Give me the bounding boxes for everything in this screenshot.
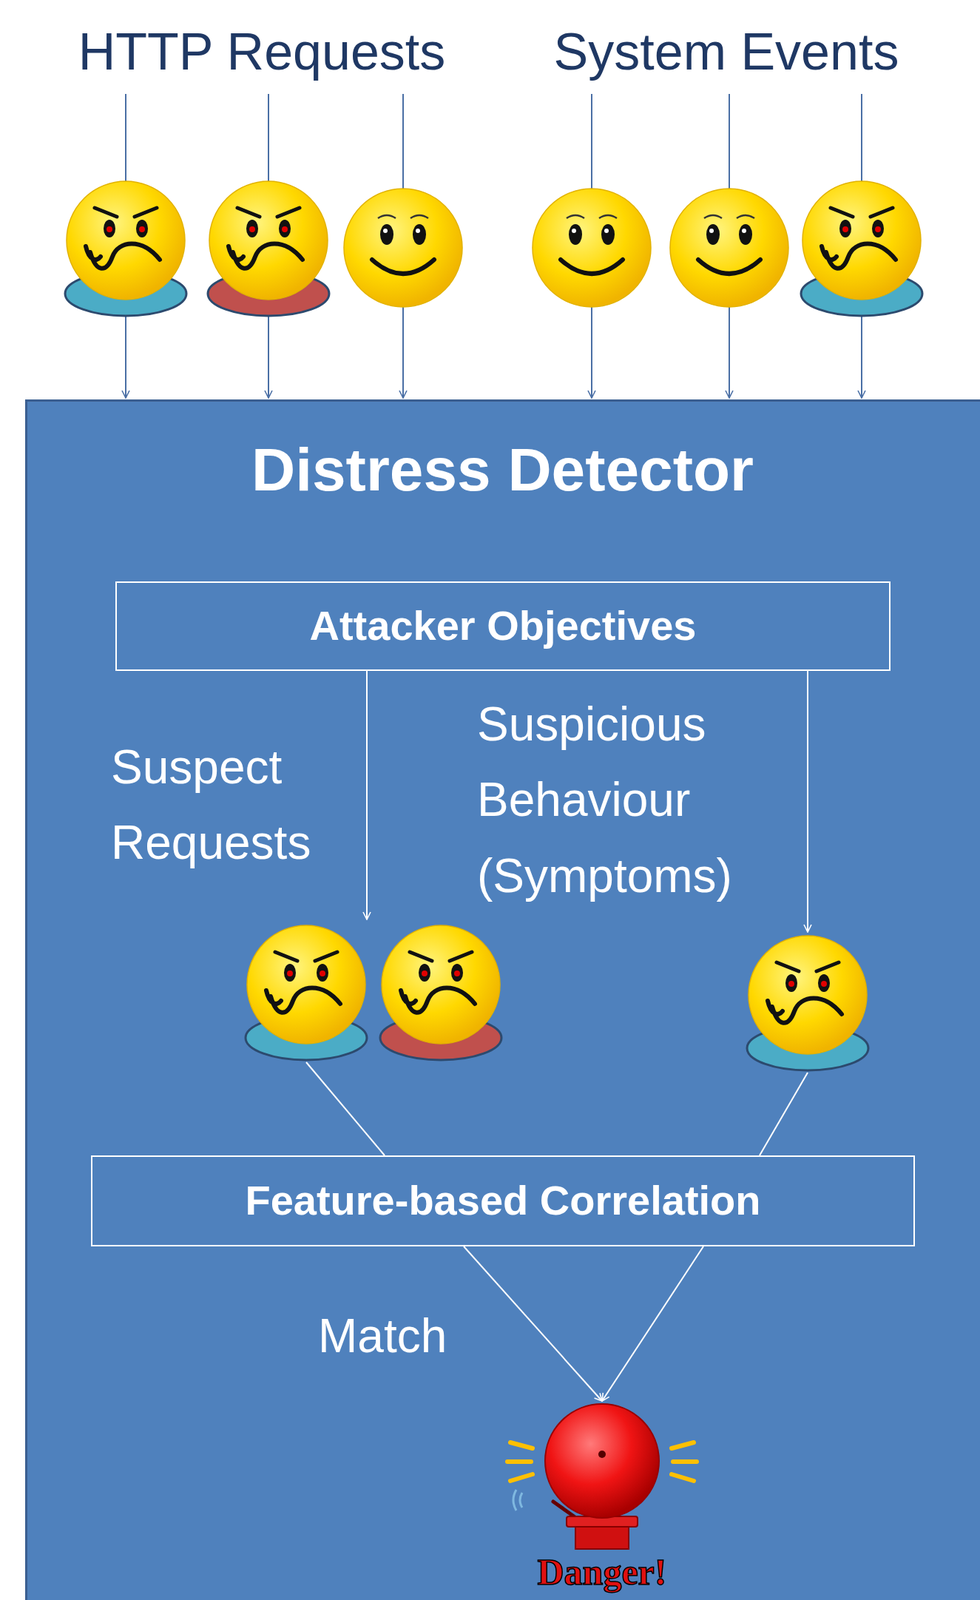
detector-panel [26, 400, 980, 1600]
angry-face [381, 925, 500, 1044]
flow-line [463, 1246, 603, 1401]
flow-label: Suspect Requests [110, 729, 348, 881]
flow-line [759, 1072, 808, 1156]
happy-face [532, 188, 651, 307]
angry-face [247, 925, 366, 1044]
flow-line [366, 670, 368, 920]
angry-face [66, 181, 185, 300]
happy-face [670, 188, 789, 307]
alarm-text: Danger! [491, 1553, 713, 1591]
angry-face [209, 181, 328, 300]
box-label: Feature-based Correlation [244, 1176, 761, 1225]
box-label: Attacker Objectives [309, 602, 697, 650]
detector-panel: Distress DetectorAttacker ObjectivesFeat… [25, 399, 980, 1600]
request-faces [65, 181, 923, 316]
flow-line [602, 1246, 704, 1401]
input-label: System Events [504, 23, 949, 81]
happy-face [343, 188, 463, 307]
input-label: HTTP Requests [39, 23, 484, 81]
process-box: Attacker Objectives [115, 581, 891, 671]
flow-line [306, 1062, 385, 1156]
flow-line [806, 670, 809, 932]
angry-face [748, 935, 867, 1054]
panel-title: Distress Detector [25, 399, 980, 505]
process-box: Feature-based Correlation [90, 1155, 915, 1247]
angry-face [802, 181, 921, 300]
alarm-bell [507, 1403, 697, 1549]
flow-label: Suspicious Behaviour (Symptoms) [477, 686, 773, 914]
match-label: Match [318, 1307, 474, 1365]
suspect-faces [245, 925, 869, 1071]
